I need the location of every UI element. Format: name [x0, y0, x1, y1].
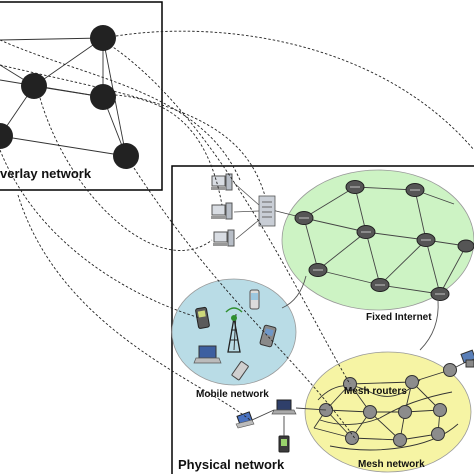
- overlay-network-label: verlay network: [0, 166, 92, 181]
- overlay-node: [90, 84, 116, 110]
- mesh-router-node: [433, 403, 447, 417]
- mesh-router-node: [345, 431, 359, 445]
- physical-network-panel: Fixed Internet Mobile network Mesh route…: [171, 165, 474, 474]
- mesh-router-node: [443, 363, 457, 377]
- router-icon: [457, 239, 474, 253]
- server-icon: [258, 195, 276, 227]
- pda-icon: [231, 361, 249, 381]
- overlay-node: [90, 25, 116, 51]
- laptop-icon: [235, 411, 255, 429]
- overlay-network-panel: verlay network: [0, 1, 163, 191]
- mesh-clients: [235, 399, 327, 453]
- mobile-network-label: Mobile network: [196, 389, 269, 400]
- mesh-router-node: [431, 427, 445, 441]
- cell-tower-icon: [225, 307, 243, 353]
- fixed-internet-cloud: [281, 169, 474, 311]
- mesh-router-node: [363, 405, 377, 419]
- router-group: [294, 180, 474, 301]
- mobile-network-cloud: [171, 278, 297, 386]
- desktop-icon: [213, 231, 228, 243]
- desktop-icon: [211, 175, 226, 187]
- physical-network-label: Physical network: [178, 457, 285, 472]
- mesh-router-node: [405, 375, 419, 389]
- overlay-node: [0, 123, 13, 149]
- mobile-devices: [193, 289, 277, 381]
- fixed-internet-label: Fixed Internet: [366, 312, 432, 323]
- mesh-network-label: Mesh network: [358, 459, 425, 470]
- desktop-icon: [211, 204, 226, 216]
- laptop-icon: [193, 345, 222, 364]
- mesh-router-node: [398, 405, 412, 419]
- laptop-icon: [271, 399, 297, 415]
- desktop-computers: [211, 173, 260, 247]
- overlay-mapping-links: [0, 30, 474, 441]
- mesh-routers-label: Mesh routers: [344, 386, 407, 397]
- mesh-router-node: [393, 433, 407, 447]
- overlay-node: [21, 73, 47, 99]
- overlay-node: [113, 143, 139, 169]
